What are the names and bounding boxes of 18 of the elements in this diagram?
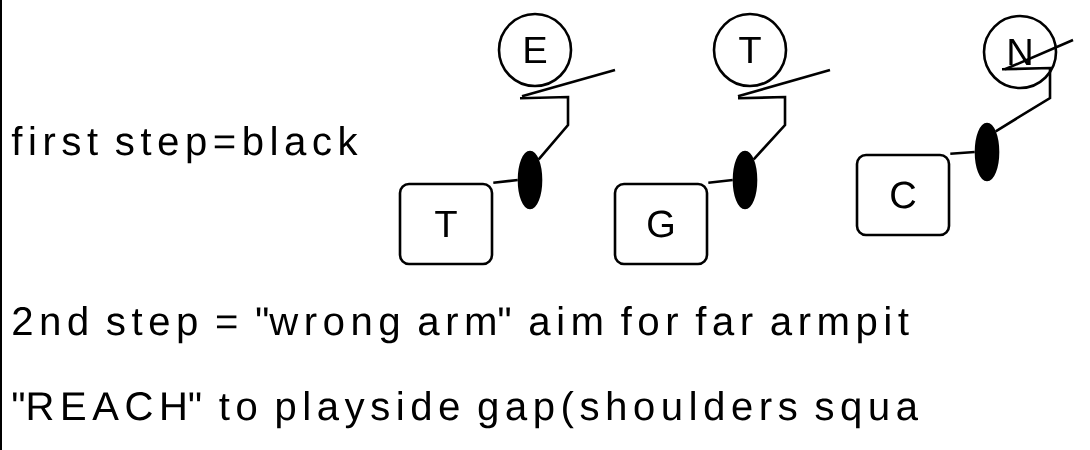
block-path [737,95,787,161]
block-path [493,178,518,184]
rush-line [737,68,831,98]
blocker-box: C [855,153,951,237]
note-text: 2nd step = "wrong arm" aim for far armpit [13,306,909,344]
note-text: first step=black [11,126,358,164]
block-path [708,178,733,184]
note-text: "REACH" to playside gap(shoulders squa [13,391,918,429]
blocker-box: T [398,182,494,266]
step-mark [517,150,543,210]
step-mark [974,122,1000,182]
rush-line [1004,38,1074,71]
rush-line [521,68,616,98]
block-path [995,66,1052,133]
blocker-box: G [613,182,709,266]
block-path [519,95,570,161]
block-path [950,150,975,155]
step-mark [732,150,758,210]
